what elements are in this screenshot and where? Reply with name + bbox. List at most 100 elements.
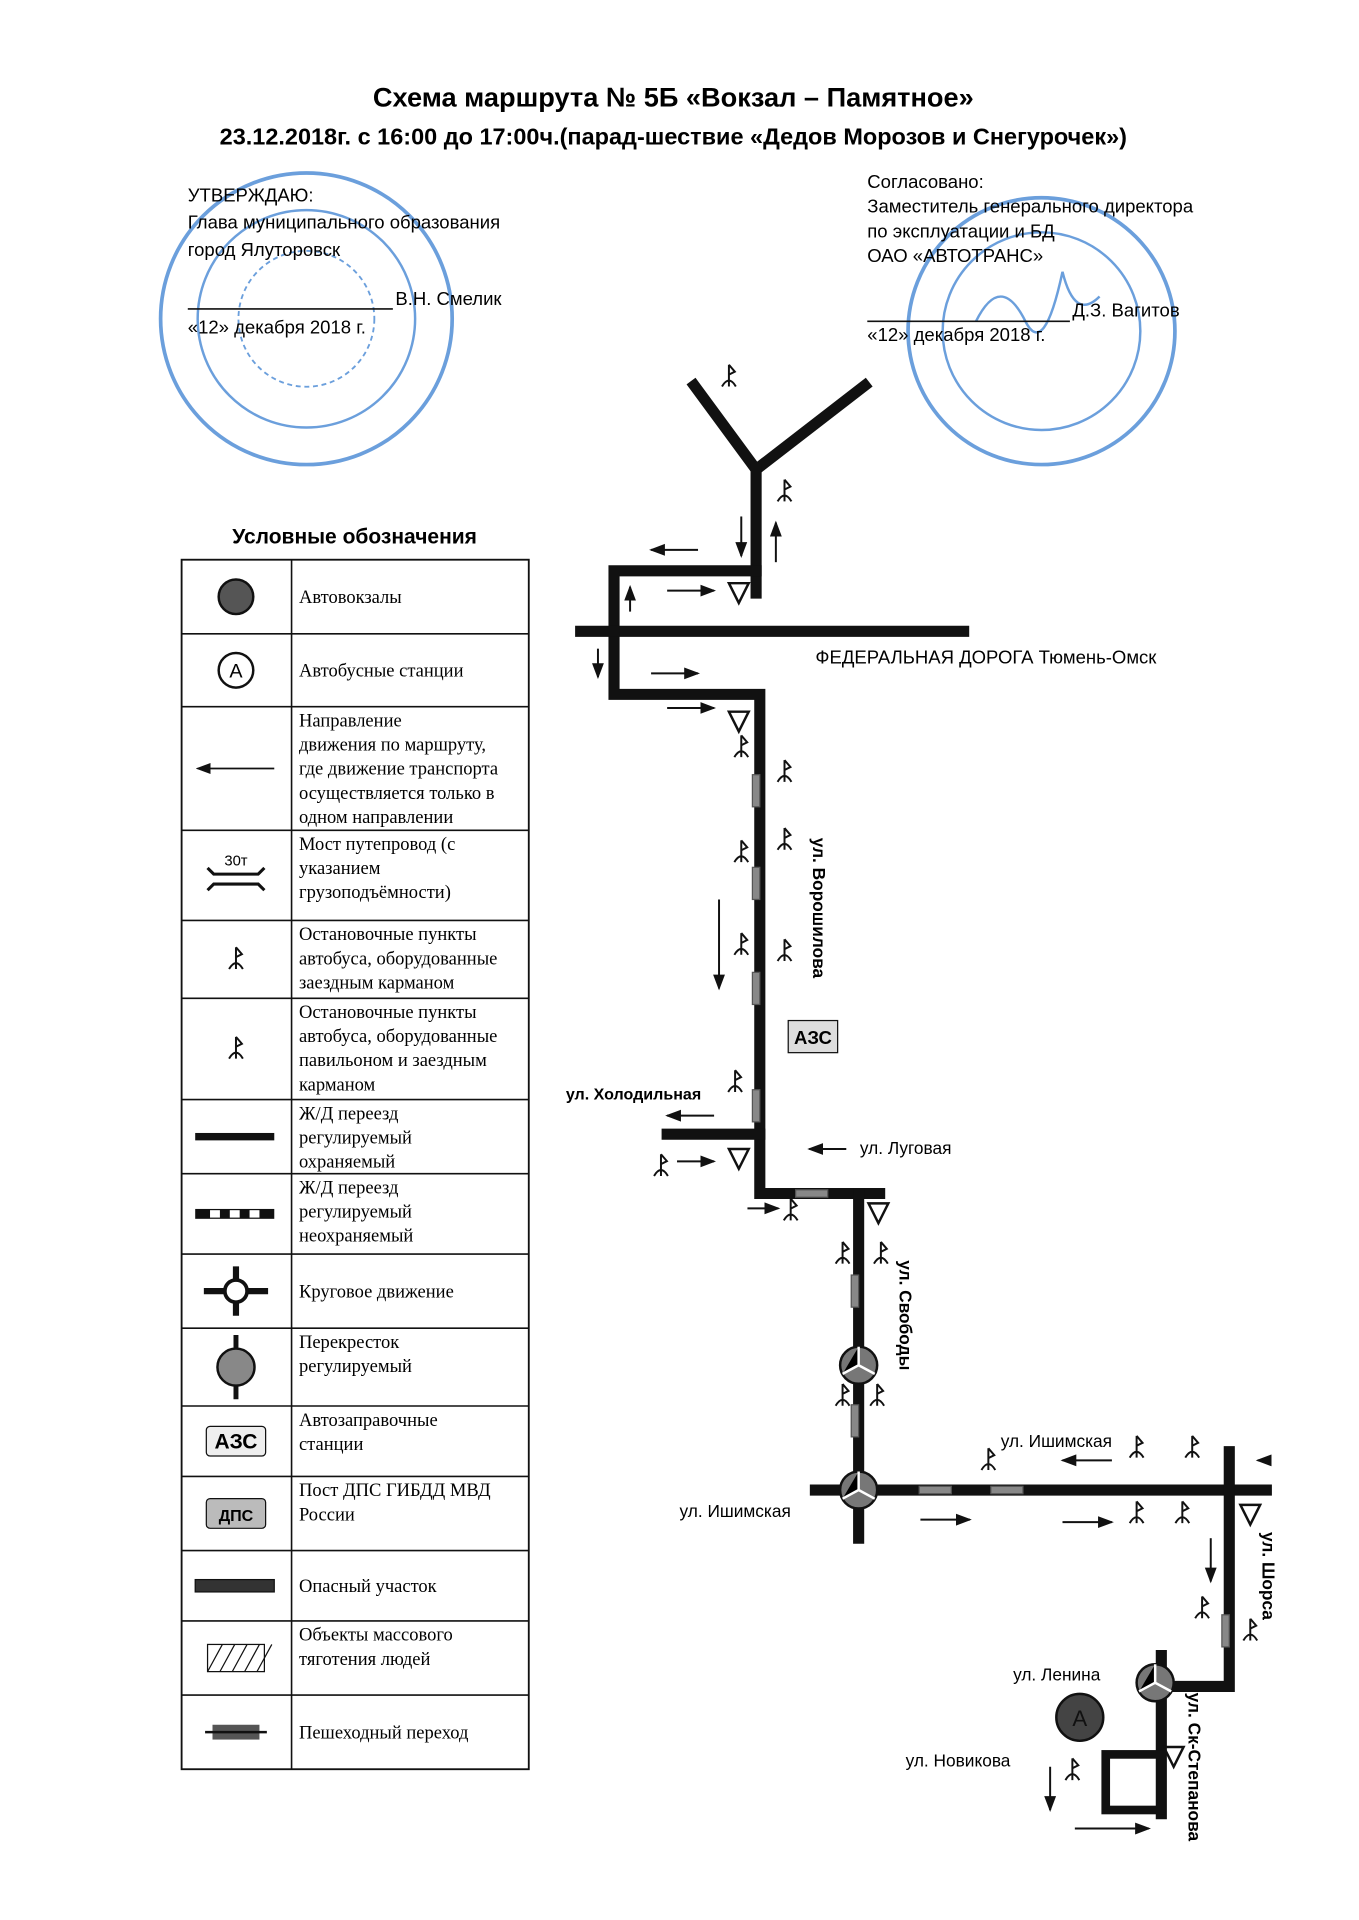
bus-stop-icon [727,1069,744,1093]
approval-left-line: Глава муниципального образования [188,212,500,233]
bus-stop-pavilion-icon [228,1035,244,1060]
legend-label: станции [299,1434,363,1455]
bridge-icon: 30т [206,853,266,892]
danger-zone-icon [194,1578,275,1593]
svg-text:А: А [1072,1706,1087,1731]
bus-stop-icon [834,1382,851,1407]
legend-label: Остановочные пункты [299,924,477,945]
legend-label: одном направлении [299,807,453,828]
rail-crossing-unguarded-icon [195,1208,275,1219]
official-stamp-left [158,171,455,467]
bus-terminal-icon [217,578,255,616]
legend-label: регулируемый [299,1356,412,1377]
direction-arrows [592,516,1272,1835]
legend-label: Пешеходный переход [299,1722,468,1743]
approval-right-line: по эксплуатации и БД [867,220,1055,241]
crosswalk-icon [850,1404,860,1438]
bus-stop-icon [776,827,793,851]
bus-terminal-icon: А [1055,1692,1105,1743]
bus-stop-icon [869,1382,886,1407]
approval-right-date: «12» декабря 2018 г. [867,324,1045,345]
crosswalks [751,774,1230,1648]
street-label: ул. Свободы [895,1260,915,1370]
legend-label: автобуса, оборудованные [299,948,497,969]
bus-stop-icon [733,932,750,956]
crosswalk-icon [990,1485,1024,1495]
roundabout-icon [203,1266,269,1316]
legend-label: охраняемый [299,1152,395,1173]
legend-label: регулируемый [299,1127,412,1148]
legend-label: движения по маршруту, [299,735,486,756]
street-label: ул. Луговая [860,1138,952,1158]
bus-stops [653,363,1259,1782]
page-title: Схема маршрута № 5Б «Вокзал – Памятное» [373,81,974,112]
legend-label: Автобусные станции [299,660,464,681]
street-label: ул. Шорса [1259,1532,1279,1620]
yield-sign-icon [726,581,1263,1770]
bus-stop-icon [733,839,750,864]
legend-label: заездным карманом [299,972,455,993]
svg-text:ДПС: ДПС [219,1507,254,1525]
bus-station-icon: А [217,651,255,689]
approval-left-signer: В.Н. Смелик [395,288,502,309]
legend-label: Объекты массового [299,1625,453,1646]
legend-label: Остановочные пункты [299,1002,477,1023]
federal-road-label: ФЕДЕРАЛЬНАЯ ДОРОГА Тюмень-Омск [815,646,1157,667]
legend-label: карманом [299,1074,376,1095]
legend-label: Перекресток [299,1332,400,1353]
bus-stop-icon [1174,1500,1191,1525]
bus-stop-icon [872,1240,889,1265]
approval-right: Согласовано: Заместитель генерального ди… [867,171,1194,345]
legend-label: павильоном и заездным [299,1050,487,1071]
route-map: А АЗС ФЕДЕРАЛЬНАЯ ДОРОГА Тюмень-Омск ул.… [566,363,1279,1841]
police-post-icon: ДПС [205,1498,267,1529]
street-label: ул. Ворошилова [809,838,829,979]
legend-label: автобуса, оборудованные [299,1026,497,1047]
street-label: ул. Ишимская [680,1501,791,1521]
page-subtitle: 23.12.2018г. с 16:00 до 17:00ч.(парад-ше… [220,124,1127,150]
bus-stop-icon [720,363,737,388]
crosswalk-icon [751,1089,761,1123]
legend-label: Опасный участок [299,1576,438,1597]
legend-label: Мост путепровод (с [299,834,455,855]
bus-stop-icon [653,1153,669,1178]
legend-label: неохраняемый [299,1226,413,1247]
street-label: ул. Ск-Степанова [1185,1693,1205,1842]
svg-text:АЗС: АЗС [214,1431,257,1454]
legend-label: Пост ДПС ГИБДД МВД [299,1480,491,1501]
bus-stop-icon [776,478,793,503]
bus-stop-icon [1064,1757,1081,1782]
crosswalk-icon [918,1485,952,1495]
street-label: ул. Ленина [1013,1664,1101,1684]
bus-stop-icon [776,759,793,783]
approval-right-line: Заместитель генерального директора [867,196,1194,217]
crosswalk-icon [751,971,761,1006]
bus-stop-icon [980,1447,997,1472]
legend-title: Условные обозначения [232,526,477,549]
text-labels: ФЕДЕРАЛЬНАЯ ДОРОГА Тюмень-Омск ул. Ворош… [566,646,1279,1841]
bus-stop-icon [1128,1434,1145,1459]
approval-left-line: УТВЕРЖДАЮ: [188,184,314,205]
crosswalk-icon [795,1189,829,1198]
legend-label: Автовокзалы [299,587,402,608]
bus-stop-icon [776,938,793,963]
bus-stop-icon [733,734,750,759]
legend-label: Круговое движение [299,1281,454,1302]
street-label: ул. Новикова [906,1751,1011,1771]
legend-label: Автозаправочные [299,1410,438,1431]
bus-stop-icon [1184,1434,1201,1459]
legend-label: Ж/Д переезд [299,1178,398,1199]
bus-stop-icon [1242,1617,1259,1642]
street-label: ул. Ишимская [1001,1431,1112,1451]
legend-label: тяготения людей [299,1649,431,1670]
bus-stop-icon [1128,1500,1145,1525]
legend-label: регулируемый [299,1202,412,1223]
legend-label: осуществляется только в [299,783,495,804]
traffic-light-intersection-icon [216,1334,256,1400]
bus-stop-icon [782,1197,799,1222]
legend-label: России [299,1504,355,1525]
approval-right-line: ОАО «АВТОТРАНС» [867,245,1043,266]
svg-text:АЗС: АЗС [794,1027,832,1048]
